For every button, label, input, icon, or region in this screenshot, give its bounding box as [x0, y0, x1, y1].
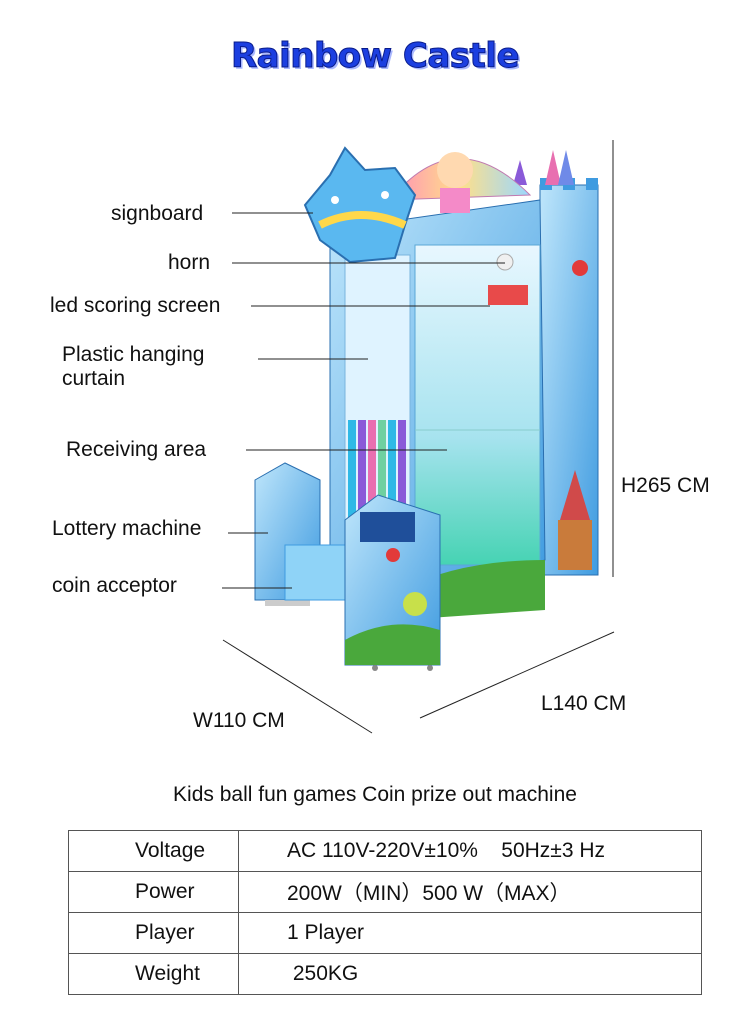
spec-label: Player — [68, 912, 239, 954]
callout-signboard: signboard — [111, 202, 204, 225]
spec-value: 200W（MIN）500 W（MAX） — [238, 871, 702, 913]
main-cabinet — [329, 152, 546, 620]
length-label: L140 CM — [541, 692, 627, 715]
signboard-art — [303, 146, 417, 264]
width-label: W110 CM — [193, 709, 285, 732]
height-label: H265 CM — [621, 474, 710, 497]
table-row: Voltage AC 110V-220V±10% 50Hz±3 Hz — [68, 830, 702, 872]
spec-value: 250KG — [238, 953, 702, 995]
callout-plastic-hanging-curtain: Plastic hanging curtain — [62, 343, 204, 391]
width-dimension-line — [222, 639, 373, 734]
callout-curtain-line1: Plastic hanging — [62, 343, 205, 366]
callout-lottery-machine: Lottery machine — [52, 517, 202, 540]
spec-value: AC 110V-220V±10% 50Hz±3 Hz — [238, 830, 702, 872]
callout-horn: horn — [168, 251, 211, 274]
spec-label: Power — [68, 871, 239, 913]
product-subtitle: Kids ball fun games Coin prize out machi… — [173, 783, 577, 806]
spec-label: Voltage — [68, 830, 239, 872]
table-row: Weight 250KG — [68, 953, 702, 995]
callout-receiving-area: Receiving area — [66, 438, 207, 461]
callout-curtain-line2: curtain — [62, 367, 126, 390]
length-dimension-line — [419, 631, 615, 719]
specs-table: Voltage AC 110V-220V±10% 50Hz±3 Hz Power… — [68, 830, 702, 995]
callout-led-scoring-screen: led scoring screen — [50, 294, 221, 317]
page-title: Rainbow Castle — [230, 36, 520, 77]
spec-value: 1 Player — [238, 912, 702, 954]
table-row: Player 1 Player — [68, 912, 702, 954]
spec-label: Weight — [68, 953, 239, 995]
callout-coin-acceptor: coin acceptor — [52, 574, 177, 597]
right-tower — [513, 150, 599, 576]
table-row: Power 200W（MIN）500 W（MAX） — [68, 871, 702, 913]
coin-acceptor-art — [344, 494, 441, 671]
lottery-machine-art — [254, 462, 356, 606]
